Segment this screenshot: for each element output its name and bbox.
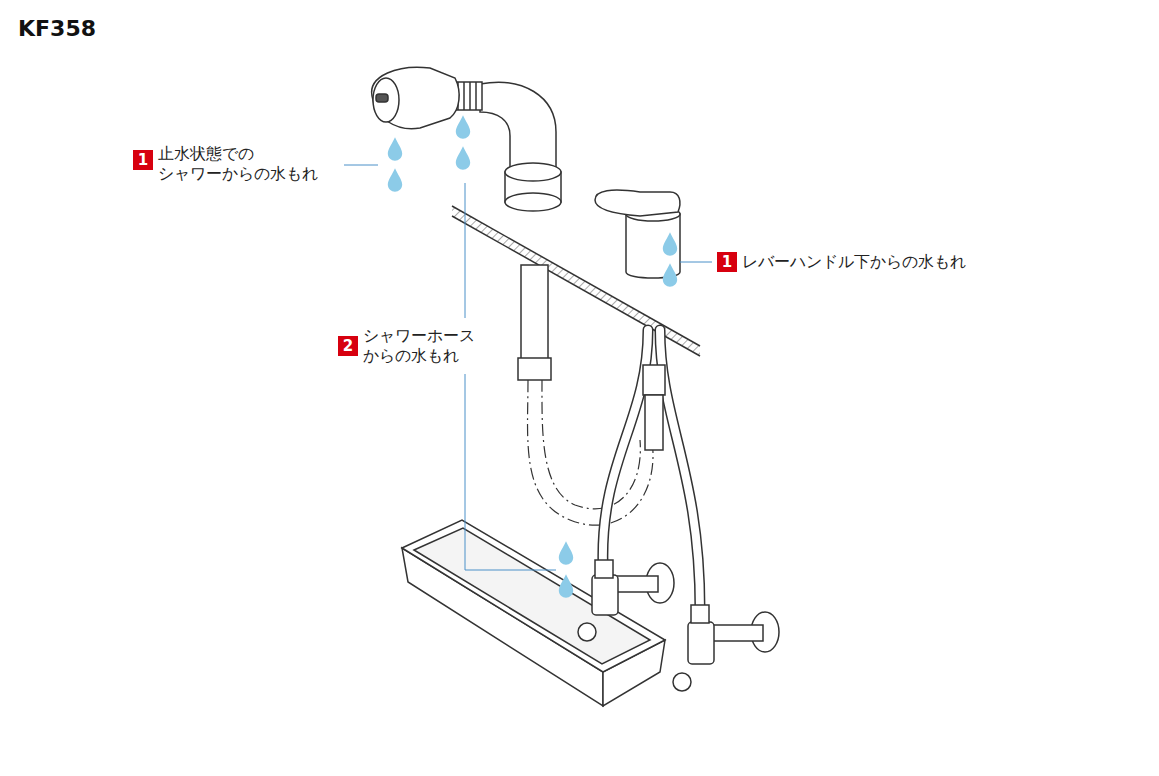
leader-line [344,165,712,570]
callout-text: シャワーホース からの水もれ [363,326,493,366]
spout [480,82,561,211]
callout-number: 1 [717,252,737,272]
drip-tray [402,520,665,706]
model-title: KF358 [18,16,96,41]
callout-number: 2 [338,336,358,356]
callout-number: 1 [133,150,153,170]
callout-text: 止水状態での シャワーからの水もれ [158,144,336,184]
shower-hose [518,265,653,525]
callout-text: レバーハンドル下からの水もれ [742,252,966,272]
stop-valve [578,560,779,691]
supply-hose [603,330,700,610]
lever-faucet [595,190,680,278]
shower-head [372,67,482,128]
